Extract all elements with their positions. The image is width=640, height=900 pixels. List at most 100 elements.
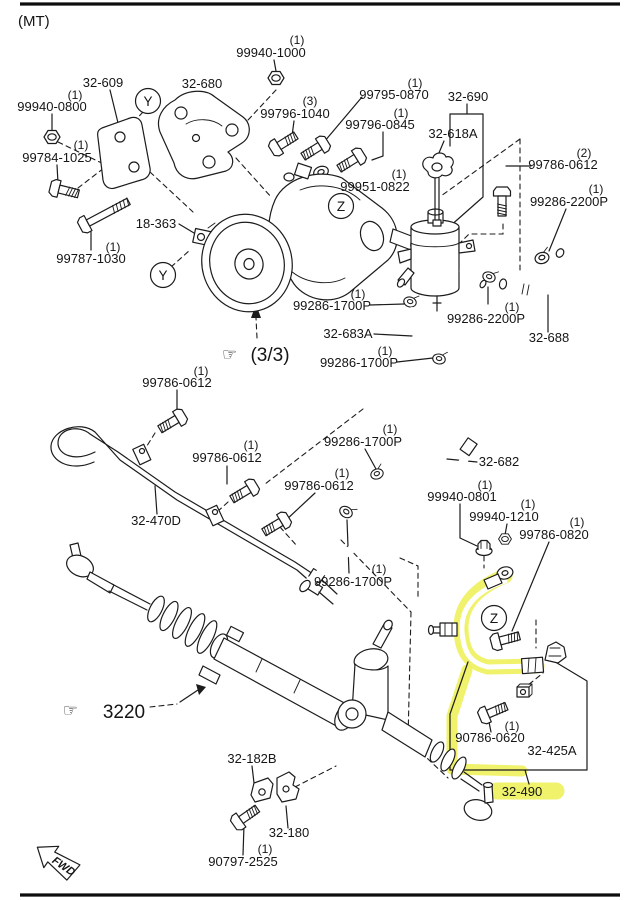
- part-label-99940-1000[interactable]: 99940-1000: [236, 45, 305, 60]
- part-label-32-182B[interactable]: 32-182B: [227, 751, 276, 766]
- qty-99286-2200P-upper: (1): [589, 182, 604, 196]
- reservoir-outlet-stub: [459, 268, 487, 289]
- qty-99796-1040: (3): [303, 94, 318, 108]
- clamp-32-180: [276, 771, 300, 803]
- hose-32-490-highlighted: [427, 566, 545, 675]
- part-label-90797-2525[interactable]: 90797-2525: [208, 854, 277, 869]
- clamp-32-425A: [544, 641, 567, 664]
- part-label-99951-0822[interactable]: 99951-0822: [340, 179, 409, 194]
- part-label-32-609[interactable]: 32-609: [83, 75, 123, 90]
- connector-Z-1-label: Z: [337, 199, 345, 214]
- part-label-99795-0870[interactable]: 99795-0870: [359, 87, 428, 102]
- part-label-99786-0612-res[interactable]: 99786-0612: [528, 157, 597, 172]
- power-steering-pump: [201, 162, 418, 313]
- pipes-32-470D: [50, 426, 338, 605]
- part-label-32-683A[interactable]: 32-683A: [323, 326, 372, 341]
- connector-Z-2-label: Z: [490, 611, 498, 626]
- qty-99286-2200P-lower: (1): [505, 300, 520, 314]
- part-label-99940-0800[interactable]: 99940-0800: [17, 99, 86, 114]
- pointing-hand-icon-sheet: ☞: [222, 345, 237, 364]
- part-label-32-688[interactable]: 32-688: [529, 330, 569, 345]
- qty-99951-0822: (1): [392, 167, 407, 181]
- bolt-99784-1025: [47, 177, 82, 203]
- part-label-32-470D[interactable]: 32-470D: [131, 513, 181, 528]
- bolt-99786-0820: [488, 627, 523, 653]
- qty-99940-0800: (1): [68, 88, 83, 102]
- part-label-99786-0820[interactable]: 99786-0820: [519, 527, 588, 542]
- fwd-arrow: FWD: [36, 845, 81, 881]
- part-label-32-180[interactable]: 32-180: [269, 825, 309, 840]
- part-label-99286-2200P-upper[interactable]: 99286-2200P: [530, 194, 608, 209]
- part-label-99286-2200P-lower[interactable]: 99286-2200P: [447, 311, 525, 326]
- bolt-90797-2525: [228, 800, 263, 833]
- part-label-99787-1030[interactable]: 99787-1030: [56, 251, 125, 266]
- qty-99786-0820: (1): [570, 515, 585, 529]
- nut-99940-0801: [475, 539, 493, 557]
- nut-block-90786: [516, 683, 533, 698]
- part-label-99786-0612-a[interactable]: 99786-0612: [142, 375, 211, 390]
- bolt-99786-0612-c: [258, 509, 294, 541]
- nut-99940-1210: [498, 533, 512, 545]
- qty-90797-2525: (1): [258, 842, 273, 856]
- qty-99787-1030: (1): [106, 240, 121, 254]
- bolt-99786-0612-a: [154, 406, 190, 438]
- qty-99286-1700P-4: (1): [372, 562, 387, 576]
- part-label-90786-0620[interactable]: 90786-0620: [455, 730, 524, 745]
- nut-99940-0800: [43, 129, 61, 145]
- qty-99786-0612-b: (1): [244, 438, 259, 452]
- part-label-32-682[interactable]: 32-682: [479, 454, 519, 469]
- bolt-99787-1030: [75, 193, 134, 236]
- transmission-tag: (MT): [18, 13, 50, 30]
- sheet-indicator: (3/3): [250, 345, 289, 366]
- qty-99286-1700P-2: (1): [378, 344, 393, 358]
- part-label-99940-0801[interactable]: 99940-0801: [427, 489, 496, 504]
- part-label-99784-1025[interactable]: 99784-1025: [22, 150, 91, 165]
- qty-99286-1700P-1: (1): [351, 287, 366, 301]
- part-label-99796-1040[interactable]: 99796-1040: [260, 106, 329, 121]
- part-label-99286-1700P-3[interactable]: 99286-1700P: [324, 434, 402, 449]
- qty-99940-0801: (1): [478, 478, 493, 492]
- clamp-32-182B: [250, 777, 274, 803]
- connector-Y-1-label: Y: [143, 94, 152, 109]
- part-label-99940-1210[interactable]: 99940-1210: [469, 509, 538, 524]
- qty-99786-0612-c: (1): [335, 466, 350, 480]
- qty-99786-0612-a: (1): [194, 364, 209, 378]
- connector-Y-2: Y: [149, 261, 177, 289]
- part-label-18-363[interactable]: 18-363: [136, 216, 176, 231]
- part-label-32-425A[interactable]: 32-425A: [527, 743, 576, 758]
- qty-99795-0870: (1): [408, 76, 423, 90]
- qty-90786-0620: (1): [505, 719, 520, 733]
- bolt-99796-0845: [333, 145, 369, 177]
- part-label-32-618A[interactable]: 32-618A: [428, 126, 477, 141]
- part-label-99786-0612-c[interactable]: 99786-0612: [284, 478, 353, 493]
- clamp-99286-2200P-upper: [532, 246, 552, 266]
- reservoir-32-690: [396, 208, 476, 312]
- hose-32-682: [299, 437, 478, 593]
- part-label-32-680[interactable]: 32-680: [182, 76, 222, 91]
- bolt-99786-0612-b: [226, 476, 262, 508]
- clamp-99286-1700P-1: [402, 292, 420, 310]
- hose-32-688: [498, 241, 580, 296]
- part-label-99286-1700P-2[interactable]: 99286-1700P: [320, 355, 398, 370]
- pointing-hand-icon-3220: ☞: [63, 701, 78, 720]
- connector-Y-1: Y: [134, 87, 162, 115]
- part-label-32-690[interactable]: 32-690: [448, 89, 488, 104]
- qty-99786-0612-res: (2): [577, 146, 592, 160]
- part-label-3220[interactable]: 3220: [103, 702, 145, 723]
- leader-lines: [51, 59, 588, 856]
- qty-99940-1000: (1): [290, 33, 305, 47]
- clamp-99286-1700P-4: [336, 500, 358, 522]
- bolt-99786-0612-reservoir: [492, 186, 512, 217]
- hose-32-683A: [409, 307, 439, 359]
- qty-99796-0845: (1): [394, 106, 409, 120]
- part-label-99286-1700P-1[interactable]: 99286-1700P: [293, 298, 371, 313]
- steering-rack-assembly: [66, 542, 494, 821]
- part-label-99786-0612-b[interactable]: 99786-0612: [192, 450, 261, 465]
- clamp-99286-1700P-3: [367, 463, 386, 482]
- part-label-99796-0845[interactable]: 99796-0845: [345, 117, 414, 132]
- part-label-99286-1700P-4[interactable]: 99286-1700P: [314, 574, 392, 589]
- part-label-32-490-highlighted[interactable]: 32-490: [502, 784, 542, 799]
- connector-Z-1: Z: [327, 192, 355, 220]
